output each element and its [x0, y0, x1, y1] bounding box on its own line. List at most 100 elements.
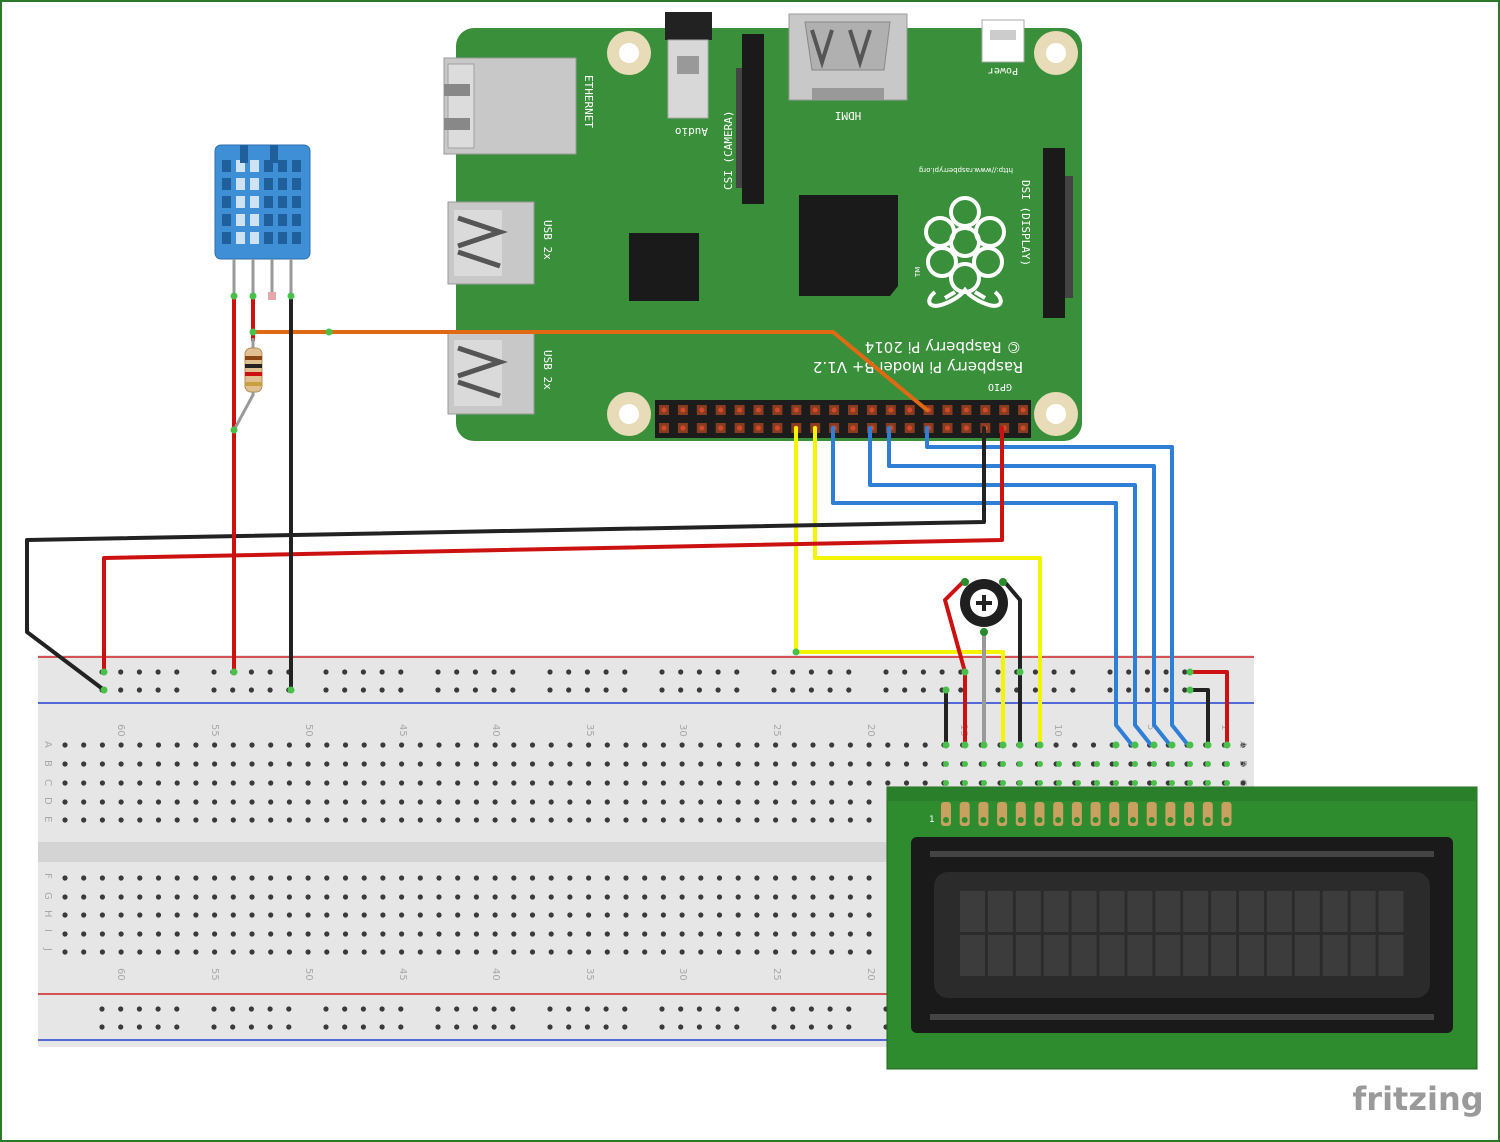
gpio-pin-dot: [850, 425, 856, 431]
lcd-pin-hole: [1073, 817, 1080, 823]
lcd-cell: [1015, 935, 1041, 976]
bb-hole: [399, 949, 405, 955]
bb-hole: [473, 780, 479, 786]
grille-slot: [292, 232, 301, 244]
bb-hole: [155, 931, 162, 937]
rail-hole: [1107, 669, 1113, 675]
rail-hole: [323, 669, 329, 675]
bb-hole: [604, 949, 610, 955]
bb-hole: [660, 894, 667, 900]
bb-hole: [642, 742, 648, 748]
bb-hole: [249, 875, 255, 881]
rail-hole: [491, 1006, 497, 1012]
bb-hole: [773, 817, 779, 823]
wire-end: [1016, 741, 1024, 749]
wire-end: [961, 668, 969, 676]
bb-hole: [137, 912, 143, 918]
row-letter: C: [42, 779, 53, 786]
bb-hole: [716, 949, 723, 955]
bb-hole: [212, 931, 218, 937]
rail-hole: [659, 687, 665, 693]
bb-hole: [511, 912, 517, 918]
bb-hole: [716, 761, 723, 767]
bb-hole: [230, 817, 236, 823]
bb-hole: [249, 799, 255, 805]
bb-hole: [137, 949, 143, 955]
gpio-pin-dot: [756, 407, 761, 413]
wire-blue: [887, 426, 1172, 747]
bb-hole: [791, 931, 797, 937]
breadboard-holes: [62, 669, 1246, 1030]
bb-hole: [399, 875, 405, 881]
bb-hole: [305, 894, 311, 900]
bb-hole: [829, 817, 835, 823]
rail-hole: [622, 1024, 628, 1030]
bb-hole: [903, 761, 910, 767]
dsi-display-connector: [1043, 148, 1073, 318]
bb-hole: [118, 949, 124, 955]
bb-hole: [380, 875, 386, 881]
bb-hole: [679, 761, 685, 767]
bb-hole: [473, 742, 479, 748]
connected-hole: [1094, 761, 1100, 767]
sensor-grille: [222, 145, 301, 244]
grille-slot: [250, 214, 259, 226]
connected-hole: [1205, 761, 1211, 767]
bb-hole: [847, 742, 854, 748]
bb-hole: [791, 742, 797, 748]
bb-hole: [735, 780, 741, 786]
bb-hole: [249, 742, 255, 748]
bb-hole: [642, 949, 648, 955]
bb-hole: [548, 931, 554, 937]
grille-slot: [236, 232, 245, 244]
bb-hole: [773, 799, 779, 805]
connected-hole: [1017, 780, 1023, 786]
rail-hole: [155, 1024, 161, 1030]
lcd-16x2-module: 1: [886, 786, 1478, 1070]
bb-hole: [567, 817, 573, 823]
bb-hole: [137, 931, 143, 937]
camera-label: CSI (CAMERA): [722, 111, 735, 190]
gpio-pin-dot: [756, 425, 761, 431]
wire-end: [325, 328, 333, 336]
rail-hole: [846, 1024, 852, 1030]
bb-hole: [137, 799, 143, 805]
bb-hole: [642, 780, 648, 786]
bb-hole: [586, 894, 592, 900]
connected-hole: [1187, 761, 1193, 767]
bb-hole: [511, 799, 517, 805]
bb-hole: [380, 817, 386, 823]
bb-hole: [473, 817, 479, 823]
mount-hole-center: [1046, 43, 1066, 63]
rail-hole: [472, 669, 478, 675]
resistor-lead: [232, 393, 255, 432]
rail-hole: [808, 1024, 815, 1030]
rail-hole: [491, 669, 497, 675]
bb-hole: [193, 931, 199, 937]
grille-slot: [292, 160, 301, 172]
grille-slot: [264, 214, 273, 226]
bb-hole: [754, 931, 760, 937]
gpio-pin-dot: [661, 407, 667, 413]
rail-hole: [174, 669, 180, 675]
rail-hole: [230, 1006, 236, 1012]
connected-hole: [943, 780, 949, 786]
bb-hole: [62, 817, 68, 823]
bb-hole: [866, 912, 872, 918]
rail-hole: [566, 687, 572, 693]
rail-hole: [155, 669, 161, 675]
bb-hole: [698, 799, 704, 805]
bb-hole: [567, 780, 573, 786]
gpio-pin-dot: [737, 407, 743, 413]
hdmi-port: [788, 13, 908, 101]
bb-hole: [268, 799, 274, 805]
lcd-cell: [1071, 935, 1097, 976]
bb-hole: [511, 780, 517, 786]
wire-end: [1186, 668, 1194, 676]
connected-hole: [1037, 780, 1043, 786]
bb-hole: [735, 912, 741, 918]
bb-hole: [754, 761, 760, 767]
bb-hole: [735, 742, 741, 748]
rail-hole: [846, 1006, 852, 1012]
gpio-pin-dot: [831, 407, 837, 413]
